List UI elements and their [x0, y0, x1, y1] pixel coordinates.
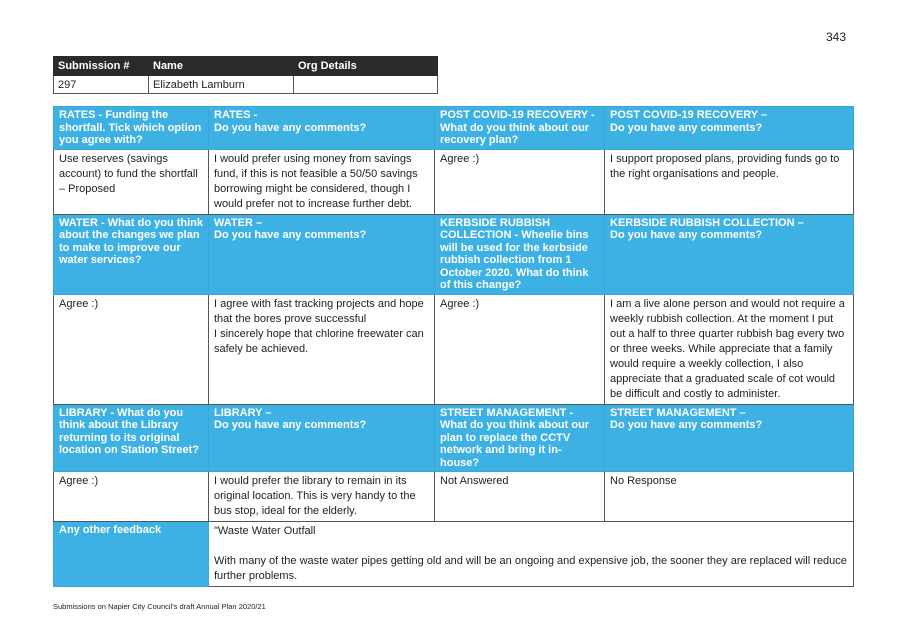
covid-answer: Agree :) [434, 148, 605, 215]
library-answer: Agree :) [53, 471, 209, 522]
street-answer: Not Answered [434, 471, 605, 522]
submitter-name: Elizabeth Lamburn [148, 75, 294, 94]
page-number: 343 [826, 30, 847, 44]
feedback-label: Any other feedback [53, 521, 209, 587]
kerbside-question: KERBSIDE RUBBISH COLLECTION - Wheelie bi… [434, 213, 605, 295]
library-comment: I would prefer the library to remain in … [208, 471, 435, 522]
question-row-water-kerbside: WATER - What do you think about the chan… [53, 213, 854, 295]
library-comments-sub: Do you have any comments? [214, 419, 367, 431]
org-details-header: Org Details [293, 56, 438, 76]
submission-table: Submission # Name Org Details 297 Elizab… [53, 56, 438, 94]
answer-row-rates-covid: Use reserves (savings account) to fund t… [53, 148, 854, 215]
water-comments-question: WATER – Do you have any comments? [208, 213, 435, 295]
water-comment: I agree with fast tracking projects and … [208, 293, 435, 405]
kerbside-comments-sub: Do you have any comments? [610, 229, 763, 241]
street-comments-title: STREET MANAGEMENT – [610, 406, 746, 419]
street-comments-sub: Do you have any comments? [610, 419, 763, 431]
covid-comment: I support proposed plans, providing fund… [604, 148, 854, 215]
kerbside-comments-question: KERBSIDE RUBBISH COLLECTION – Do you hav… [604, 213, 854, 295]
submission-number-header: Submission # [53, 56, 149, 76]
feedback-text: "Waste Water Outfall With many of the wa… [208, 521, 854, 587]
street-comment: No Response [604, 471, 854, 522]
library-comments-title: LIBRARY – [214, 406, 272, 419]
rates-comments-sub: Do you have any comments? [214, 121, 367, 134]
rates-comments-question: RATES - Do you have any comments? [208, 106, 435, 150]
covid-comments-sub: Do you have any comments? [610, 121, 763, 134]
rates-comment: I would prefer using money from savings … [208, 148, 435, 215]
question-row-library-street: LIBRARY - What do you think about the Li… [53, 403, 854, 472]
water-comments-sub: Do you have any comments? [214, 229, 367, 241]
street-comments-question: STREET MANAGEMENT – Do you have any comm… [604, 403, 854, 472]
feedback-row: Any other feedback "Waste Water Outfall … [53, 521, 854, 587]
covid-comments-title: POST COVID-19 RECOVERY – [610, 109, 768, 121]
submission-responses-table: RATES - Funding the shortfall. Tick whic… [53, 106, 854, 587]
covid-question: POST COVID-19 RECOVERY - What do you thi… [434, 106, 605, 150]
water-comments-title: WATER – [214, 216, 263, 229]
submission-header-row: Submission # Name Org Details [53, 56, 438, 76]
kerbside-comments-title: KERBSIDE RUBBISH COLLECTION – [610, 216, 804, 229]
page-footer: Submissions on Napier City Council's dra… [53, 602, 266, 611]
library-question: LIBRARY - What do you think about the Li… [53, 403, 209, 472]
covid-comments-question: POST COVID-19 RECOVERY – Do you have any… [604, 106, 854, 150]
rates-comments-title: RATES - [214, 109, 258, 121]
rates-answer: Use reserves (savings account) to fund t… [53, 148, 209, 215]
kerbside-comment: I am a live alone person and would not r… [604, 293, 854, 405]
feedback-line-1: "Waste Water Outfall [214, 525, 316, 537]
feedback-gap [214, 539, 848, 554]
org-details [293, 75, 438, 94]
question-row-rates-covid: RATES - Funding the shortfall. Tick whic… [53, 106, 854, 150]
library-comments-question: LIBRARY – Do you have any comments? [208, 403, 435, 472]
answer-row-water-kerbside: Agree :) I agree with fast tracking proj… [53, 293, 854, 405]
name-header: Name [148, 56, 294, 76]
kerbside-answer: Agree :) [434, 293, 605, 405]
water-comment-line-2: I sincerely hope that chlorine freewater… [214, 327, 424, 355]
water-question: WATER - What do you think about the chan… [53, 213, 209, 295]
water-comment-line-1: I agree with fast tracking projects and … [214, 297, 424, 325]
feedback-line-2: With many of the waste water pipes getti… [214, 555, 847, 582]
street-question: STREET MANAGEMENT - What do you think ab… [434, 403, 605, 472]
water-answer: Agree :) [53, 293, 209, 405]
rates-question: RATES - Funding the shortfall. Tick whic… [53, 106, 209, 150]
submission-number: 297 [53, 75, 149, 94]
submission-value-row: 297 Elizabeth Lamburn [53, 75, 438, 94]
answer-row-library-street: Agree :) I would prefer the library to r… [53, 471, 854, 522]
